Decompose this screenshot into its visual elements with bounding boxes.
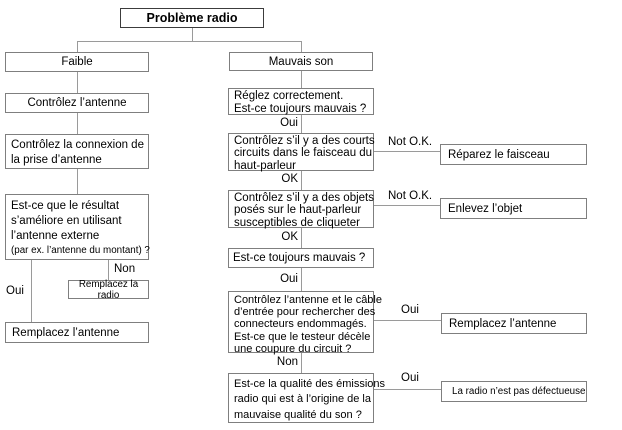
node-text: Remplacez l’antenne <box>12 326 120 339</box>
node-text-line: posés sur le haut-parleur <box>234 204 362 217</box>
node-text-line: Réglez correctement. <box>234 90 344 102</box>
node-text: Est-ce toujours mauvais ? <box>233 252 366 264</box>
node-resultat-ameliore: Est-ce que le résultat s’améliore en uti… <box>5 194 150 260</box>
node-remplacez-antenne-left: Remplacez l’antenne <box>5 322 149 343</box>
node-courts-circuits: Contrôlez s’il y a des courts circuits d… <box>228 133 375 172</box>
node-enlevez-objet: Enlevez l’objet <box>440 198 587 219</box>
label-oui-right-1: Oui <box>280 117 298 129</box>
label-oui-result-1: Oui <box>401 304 419 316</box>
node-text: Faible <box>61 56 93 68</box>
connector-line-left-3 <box>77 169 78 194</box>
node-faible: Faible <box>5 52 149 72</box>
node-text-line: une coupure du circuit ? <box>234 342 352 355</box>
node-text: Remplacez l’antenne <box>449 317 557 330</box>
node-title-text: Problème radio <box>146 11 238 25</box>
node-remplacez-antenne-right: Remplacez l’antenne <box>441 313 587 334</box>
node-text: Réparez le faisceau <box>448 148 550 161</box>
node-reglez-correctement: Réglez correctement. Est-ce toujours mau… <box>228 88 374 115</box>
node-text-line: Contrôlez la connexion de <box>11 139 144 151</box>
node-text-line: Est-ce que le résultat <box>11 200 120 212</box>
node-text-line: radio qui est à l’origine de la <box>234 393 371 406</box>
connector-line-notok-1 <box>374 151 440 152</box>
node-text-line: Est-ce toujours mauvais ? <box>234 102 367 115</box>
node-cable-entree: Contrôlez l’antenne et le câble d’entrée… <box>228 291 382 355</box>
node-text-line: circuits dans le faisceau du <box>234 147 373 160</box>
connector-line-oui-right-2 <box>374 389 441 390</box>
connector-line-right-6 <box>301 353 302 373</box>
node-text: Remplacez la radio <box>78 278 139 301</box>
connector-line-left-non <box>108 260 109 280</box>
connector-line-right-4 <box>301 228 302 248</box>
node-text-line: haut-parleur <box>234 159 297 172</box>
node-text-line: Contrôlez s’il y a des courts <box>234 135 375 147</box>
connector-line-right-1 <box>301 71 302 88</box>
node-toujours-mauvais: Est-ce toujours mauvais ? <box>228 248 374 268</box>
node-text-line: susceptibles de cliqueter <box>234 216 360 229</box>
node-text-line: Est-ce la qualité des émissions <box>234 378 386 390</box>
node-probleme-radio: Problème radio <box>120 8 264 28</box>
node-reparez-faisceau: Réparez le faisceau <box>440 144 587 165</box>
label-ok-2: OK <box>281 231 298 243</box>
label-non-left: Non <box>114 263 136 275</box>
connector-line-title-down <box>192 28 193 41</box>
node-text: Enlevez l’objet <box>448 202 523 215</box>
node-text-line: Contrôlez l’antenne et le câble <box>234 294 382 306</box>
connector-line-right-5 <box>301 268 302 291</box>
label-not-ok-1: Not O.K. <box>388 136 433 148</box>
node-text-line: l’antenne externe <box>11 230 100 242</box>
node-qualite-emissions: Est-ce la qualité des émissions radio qu… <box>228 373 386 423</box>
node-objets-poses: Contrôlez s’il y a des objets posés sur … <box>228 190 374 229</box>
node-text-line: Contrôlez s’il y a des objets <box>234 192 374 204</box>
connector-line-to-mauvais-son <box>301 41 302 52</box>
connector-line-left-2 <box>77 113 78 134</box>
label-oui-right-2: Oui <box>280 273 298 285</box>
node-text-line: connecteurs endommagés. <box>234 318 367 331</box>
connector-line-top-horizontal <box>77 41 302 42</box>
connector-line-notok-2 <box>374 205 440 206</box>
connector-line-right-2 <box>301 115 302 133</box>
node-text-line: mauvaise qualité du son ? <box>234 408 362 421</box>
node-text: Contrôlez l’antenne <box>27 97 127 109</box>
node-text-line: Est-ce que le testeur décèle <box>234 330 371 343</box>
node-text-line: la prise d’antenne <box>11 154 102 166</box>
node-controlez-antenne: Contrôlez l’antenne <box>5 93 149 113</box>
node-radio-non-defectueuse: La radio n’est pas défectueuse <box>441 381 587 402</box>
node-text: La radio n’est pas défectueuse <box>452 386 586 397</box>
connector-line-left-oui <box>31 260 32 322</box>
node-text-line: s’améliore en utilisant <box>11 215 122 227</box>
node-text-line-small: (par ex. l’antenne du montant) ? <box>11 245 150 256</box>
label-non-right: Non <box>276 356 298 368</box>
node-text: Mauvais son <box>268 55 334 68</box>
connector-line-oui-right-1 <box>374 320 441 321</box>
label-oui-result-2: Oui <box>401 372 419 384</box>
node-remplacez-la-radio: Remplacez la radio <box>68 278 149 301</box>
label-not-ok-2: Not O.K. <box>388 190 433 202</box>
node-controlez-connexion: Contrôlez la connexion de la prise d’ant… <box>5 134 149 169</box>
connector-line-right-3 <box>301 171 302 190</box>
connector-line-to-faible <box>77 41 78 52</box>
label-oui-left: Oui <box>6 285 24 297</box>
node-mauvais-son: Mauvais son <box>229 52 373 71</box>
label-ok-1: OK <box>281 173 298 185</box>
node-text-line: d’entrée pour rechercher des <box>234 306 376 319</box>
connector-line-left-1 <box>77 72 78 93</box>
